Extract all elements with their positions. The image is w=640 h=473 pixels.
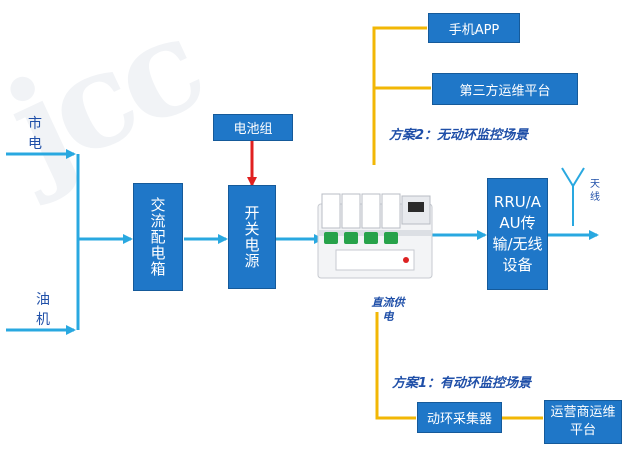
third-party-platform-box: 第三方运维平台 [432, 73, 578, 105]
operator-platform-box: 运营商运维平台 [544, 400, 622, 444]
mobile-app-box: 手机APP [428, 13, 520, 43]
env-collector-label: 动环采集器 [426, 412, 492, 427]
ac-distribution-box: 交流配电箱 [133, 183, 183, 291]
mobile-app-label: 手机APP [448, 22, 500, 38]
dc-breaker-device-image [317, 193, 433, 279]
plan2-link-app [372, 26, 427, 165]
mains-label: 市电 [28, 116, 42, 152]
plan2-caption: 方案2：无动环监控场景 [389, 128, 529, 143]
ac-distribution-label: 交流配电箱 [148, 197, 167, 277]
third-party-platform-label: 第三方运维平台 [459, 83, 551, 99]
switching-power-box: 开关电源 [228, 185, 276, 289]
battery-box: 电池组 [213, 114, 293, 141]
antenna-icon [561, 167, 585, 226]
antenna-label: 天线 [590, 179, 600, 203]
rru-equipment-box: RRU/AAU传输/无线设备 [487, 178, 548, 290]
dc-supply-label: 直流供电 [371, 296, 405, 323]
switching-power-label: 开关电源 [242, 205, 261, 269]
rru-equipment-label: RRU/AAU传输/无线设备 [492, 193, 543, 274]
plan1-link-collector [375, 312, 416, 420]
battery-label: 电池组 [233, 122, 273, 137]
operator-platform-label: 运营商运维平台 [550, 405, 616, 438]
diesel-label: 油机 [36, 292, 50, 328]
plan1-caption: 方案1：有动环监控场景 [392, 376, 532, 391]
env-collector-box: 动环采集器 [417, 402, 502, 433]
